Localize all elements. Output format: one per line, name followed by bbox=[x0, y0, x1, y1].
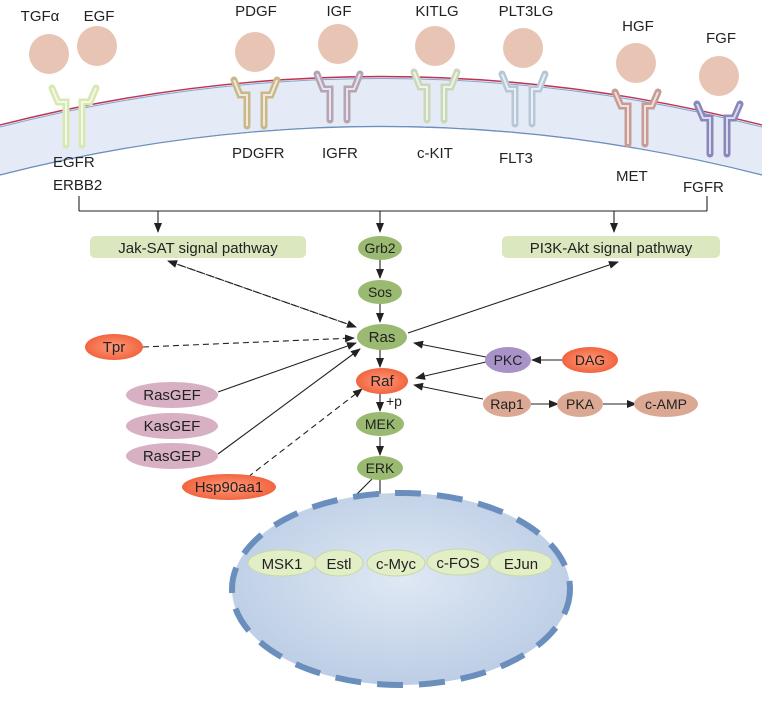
node-mek-label: MEK bbox=[365, 416, 396, 432]
node-mek bbox=[356, 412, 404, 436]
node-rap1 bbox=[483, 391, 531, 417]
node-tpr-label: Tpr bbox=[103, 339, 126, 356]
node-grb2-label: Grb2 bbox=[364, 240, 395, 256]
node-dag-label: DAG bbox=[575, 352, 605, 368]
tf-msk1-label: MSK1 bbox=[262, 556, 303, 573]
tf-estl bbox=[314, 549, 364, 577]
pi3k-akt-box bbox=[502, 236, 720, 258]
node-pkc bbox=[485, 347, 531, 373]
ligand-label: FGF bbox=[706, 30, 736, 47]
nucleus-envelope bbox=[229, 490, 573, 688]
node-rasgep-label: RasGEP bbox=[143, 448, 201, 465]
node-erk bbox=[357, 456, 403, 480]
node-pkc-label: PKC bbox=[494, 352, 523, 368]
node-camp bbox=[634, 391, 698, 417]
ligand-ball-fgf bbox=[699, 56, 739, 96]
ligand-ball-hgf bbox=[616, 43, 656, 83]
ligand-ball-egf bbox=[77, 26, 117, 66]
receptor-collector bbox=[78, 196, 708, 233]
ligand-label: EGF bbox=[84, 8, 115, 25]
node-camp-label: c-AMP bbox=[645, 396, 687, 412]
jak-sat-label: Jak-SAT signal pathway bbox=[118, 240, 278, 257]
node-kasgef-label: KasGEF bbox=[144, 418, 201, 435]
receptor-label-ckit: c-KIT bbox=[417, 145, 453, 162]
node-kasgef bbox=[126, 413, 218, 439]
ligand-label: IGF bbox=[327, 3, 352, 20]
membrane-inner-line bbox=[0, 125, 762, 176]
nucleus: MSK1 Estl c-Myc c-FOS EJun bbox=[229, 490, 573, 688]
node-rasgep bbox=[126, 443, 218, 469]
tf-cmyc bbox=[366, 549, 426, 577]
receptor-label-met: MET bbox=[616, 168, 648, 185]
ligand-labels: TGFα EGF PDGF IGF KITLG PLT3LG HGF FGF bbox=[21, 3, 736, 47]
ligand-label: PDGF bbox=[235, 3, 277, 20]
node-raf bbox=[356, 368, 408, 394]
ligand-ball-plt3lg bbox=[503, 28, 543, 68]
node-hsp90-label: Hsp90aa1 bbox=[195, 479, 263, 496]
ligand-ball-kitlg bbox=[415, 26, 455, 66]
tf-cfos-label: c-FOS bbox=[436, 555, 479, 572]
side-nodes: Tpr PKC DAG Rap1 PKA c-AMP RasGEF KasGEF… bbox=[85, 334, 698, 500]
node-dag bbox=[562, 347, 618, 373]
node-ras bbox=[357, 324, 407, 350]
ligand-label: TGFα bbox=[21, 8, 60, 25]
ligand-label: PLT3LG bbox=[499, 3, 554, 20]
receptor-label-igfr: IGFR bbox=[322, 145, 358, 162]
node-pka bbox=[557, 391, 603, 417]
cascade-nodes: Grb2 Sos Ras Raf +p MEK ERK bbox=[356, 236, 408, 480]
node-sos-label: Sos bbox=[368, 284, 392, 300]
tf-estl-label: Estl bbox=[326, 556, 351, 573]
pi3k-akt-label: PI3K-Akt signal pathway bbox=[530, 240, 693, 257]
jak-sat-box bbox=[90, 236, 306, 258]
receptor-label-fgfr: FGFR bbox=[683, 179, 724, 196]
pathway-boxes: Jak-SAT signal pathway PI3K-Akt signal p… bbox=[90, 236, 720, 258]
receptor-label-pdgfr: PDGFR bbox=[232, 145, 285, 162]
node-erk-label: ERK bbox=[366, 460, 395, 476]
receptor-label-erbb2: ERBB2 bbox=[53, 177, 102, 194]
node-tpr bbox=[85, 334, 143, 360]
ligand-label: KITLG bbox=[415, 3, 458, 20]
tf-ejun bbox=[489, 549, 553, 577]
receptor-highlights bbox=[51, 71, 741, 154]
ligands bbox=[29, 24, 739, 96]
ligand-ball-igf bbox=[318, 24, 358, 64]
ligand-ball-tgfa bbox=[29, 34, 69, 74]
tf-cfos bbox=[426, 548, 490, 576]
phospho-label: +p bbox=[386, 393, 402, 409]
node-raf-label: Raf bbox=[370, 373, 394, 390]
receptor-label-egfr: EGFR bbox=[53, 154, 95, 171]
node-rap1-label: Rap1 bbox=[490, 396, 524, 412]
receptor-label-flt3: FLT3 bbox=[499, 150, 533, 167]
dashed-arrows bbox=[142, 260, 363, 478]
ligand-label: HGF bbox=[622, 18, 654, 35]
node-ras-label: Ras bbox=[369, 329, 396, 346]
node-rasgef bbox=[126, 382, 218, 408]
ligand-ball-pdgf bbox=[235, 32, 275, 72]
node-rasgef-label: RasGEF bbox=[143, 387, 201, 404]
node-hsp90 bbox=[182, 474, 276, 500]
tf-ejun-label: EJun bbox=[504, 556, 538, 573]
tf-cmyc-label: c-Myc bbox=[376, 556, 416, 573]
node-sos bbox=[358, 280, 402, 304]
receptor-labels: EGFR ERBB2 PDGFR IGFR c-KIT FLT3 MET FGF… bbox=[53, 145, 724, 196]
node-pka-label: PKA bbox=[566, 396, 595, 412]
node-grb2 bbox=[358, 236, 402, 260]
